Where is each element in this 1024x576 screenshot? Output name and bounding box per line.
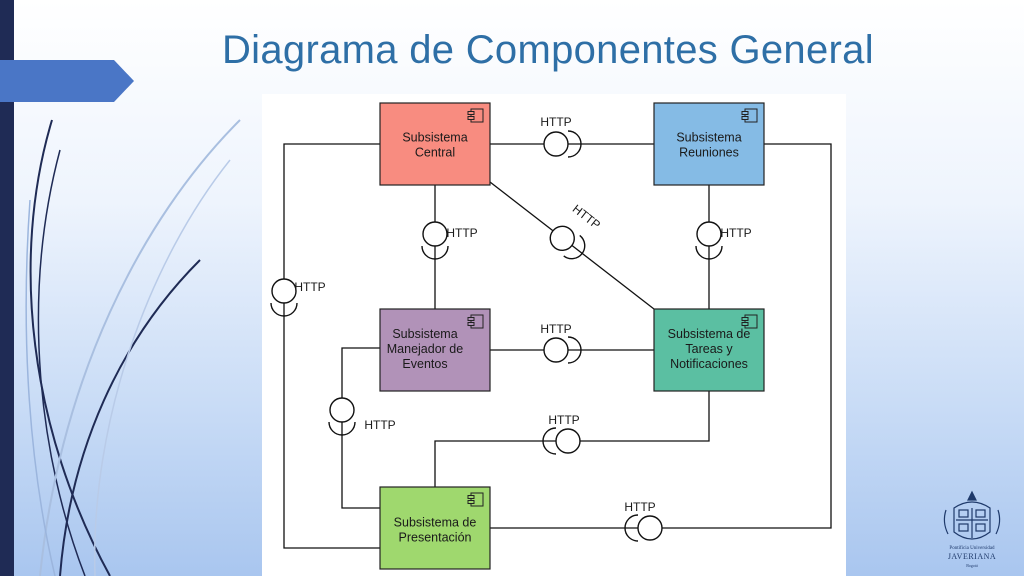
slide-title: Diagrama de Componentes General bbox=[222, 28, 874, 72]
interface-label: HTTP bbox=[540, 322, 571, 336]
connector-eventos-presentacion bbox=[341, 347, 380, 509]
connector-central-presentacion bbox=[283, 143, 380, 549]
interface-label: HTTP bbox=[294, 280, 325, 294]
interface-label: HTTP bbox=[364, 418, 395, 432]
interface-eventos-tareas bbox=[543, 336, 582, 364]
component-label-line: Subsistema de bbox=[394, 516, 477, 530]
left-accent-bar bbox=[0, 0, 14, 576]
interface-socket bbox=[567, 336, 582, 364]
connectors bbox=[283, 143, 832, 549]
interface-label: HTTP bbox=[446, 226, 477, 240]
interface-socket bbox=[624, 514, 639, 542]
interface-tareas-presentacion bbox=[542, 427, 581, 455]
interface-ball bbox=[271, 278, 297, 304]
logo-text-line2: JAVERIANA bbox=[947, 552, 997, 561]
component-label-line: Tareas y bbox=[685, 342, 733, 356]
component-icon bbox=[467, 314, 484, 329]
interface-label: HTTP bbox=[548, 413, 579, 427]
component-label-line: Subsistema bbox=[392, 327, 457, 341]
component-label-line: Notificaciones bbox=[670, 357, 748, 371]
interface-socket bbox=[328, 421, 356, 436]
component-label-line: Subsistema bbox=[676, 131, 741, 145]
interface-ball bbox=[422, 221, 448, 247]
component-icon bbox=[741, 314, 758, 329]
interface-ball bbox=[329, 397, 355, 423]
interface-central-reuniones bbox=[543, 130, 582, 158]
component-icon bbox=[467, 108, 484, 123]
component-label-line: Eventos bbox=[402, 357, 447, 371]
component-label-line: Reuniones bbox=[679, 146, 739, 160]
interface-central-tareas bbox=[549, 225, 586, 260]
interface-eventos-presentacion bbox=[328, 397, 356, 436]
component-label-line: Manejador de bbox=[387, 342, 463, 356]
interface-central-presentacion bbox=[270, 278, 298, 317]
component-label-line: Presentación bbox=[399, 531, 472, 545]
component-label-line: Subsistema bbox=[402, 131, 467, 145]
component-label-line: Central bbox=[415, 146, 455, 160]
component-icon bbox=[467, 492, 484, 507]
logo-text-line3: Bogotá bbox=[966, 563, 978, 568]
interface-socket bbox=[421, 245, 449, 260]
interface-ball bbox=[555, 428, 581, 454]
interface-label: HTTP bbox=[624, 500, 655, 514]
title-accent-tab bbox=[0, 60, 134, 102]
interface-reuniones-presentacion bbox=[624, 514, 663, 542]
interface-ball bbox=[696, 221, 722, 247]
decorative-swirls bbox=[25, 119, 241, 576]
interface-socket bbox=[542, 427, 557, 455]
interface-label: HTTP bbox=[540, 115, 571, 129]
interface-ball bbox=[549, 225, 575, 252]
interface-reuniones-tareas bbox=[695, 221, 723, 260]
component-label-line: Subsistema de bbox=[668, 327, 751, 341]
logo-text-line1: Pontificia Universidad bbox=[949, 546, 995, 551]
interface-ball bbox=[543, 131, 569, 157]
interface-ball bbox=[543, 337, 569, 363]
interface-label: HTTP bbox=[720, 226, 751, 240]
javeriana-logo bbox=[943, 490, 1001, 540]
interface-socket bbox=[270, 302, 298, 317]
component-icon bbox=[741, 108, 758, 123]
interface-ball bbox=[637, 515, 663, 541]
interface-socket bbox=[563, 234, 586, 260]
interface-socket bbox=[567, 130, 582, 158]
interfaces: HTTP HTTP HTTP HTTP HTTP HTTP HTTP HTTP HTTP bbox=[270, 115, 752, 542]
interface-socket bbox=[695, 245, 723, 260]
interface-central-eventos bbox=[421, 221, 449, 260]
interface-label: HTTP bbox=[570, 202, 603, 232]
